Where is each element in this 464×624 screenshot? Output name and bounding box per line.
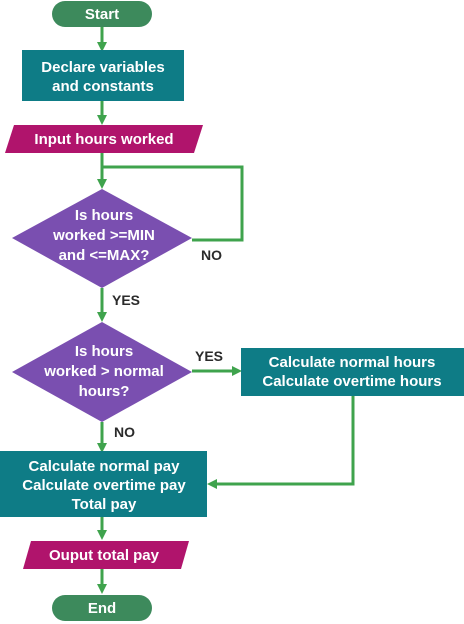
calc-pay-node: Calculate normal pay Calculate overtime …: [0, 451, 207, 517]
end-terminator-shape: [52, 595, 152, 621]
edge-range-no-loop: [102, 165, 244, 242]
declare-label-line-2: and constants: [52, 78, 154, 95]
check-range-decision-shape: [12, 189, 192, 288]
calc-hours-label-line-1: Calculate normal hours: [269, 354, 436, 371]
calc-pay-label-line-1: Calculate normal pay: [29, 458, 181, 475]
start-node: Start: [52, 1, 152, 27]
calc-pay-label-line-3: Total pay: [72, 496, 137, 513]
check-overtime-decision-shape: [12, 322, 192, 422]
declare-process-shape: [22, 50, 184, 101]
output-pay-label: Ouput total pay: [49, 547, 160, 564]
check-overtime-label-line-1: Is hours: [75, 343, 133, 360]
input-hours-node: Input hours worked: [5, 125, 203, 153]
declare-label-line-1: Declare variables: [41, 59, 164, 76]
edge-label-range-no: NO: [201, 247, 222, 263]
end-node: End: [52, 595, 152, 621]
check-overtime-label-line-2: worked > normal: [43, 363, 164, 380]
declare-node: Declare variables and constants: [22, 50, 184, 101]
output-pay-node: Ouput total pay: [23, 541, 189, 569]
check-overtime-label-line-3: hours?: [79, 383, 130, 400]
end-label: End: [88, 600, 116, 617]
edge-label-overtime-no: NO: [114, 424, 135, 440]
calc-hours-node: Calculate normal hours Calculate overtim…: [241, 348, 464, 396]
calc-hours-label-line-2: Calculate overtime hours: [262, 373, 441, 390]
calc-pay-label-line-2: Calculate overtime pay: [22, 477, 186, 494]
check-range-label-line-3: and <=MAX?: [59, 247, 150, 264]
input-hours-io-shape: [5, 125, 203, 153]
check-range-node: Is hours worked >=MIN and <=MAX?: [12, 189, 192, 288]
start-terminator-shape: [52, 1, 152, 27]
edge-hours-to-pay: [207, 396, 355, 489]
calc-pay-process-shape: [0, 451, 207, 517]
check-overtime-node: Is hours worked > normal hours?: [12, 322, 192, 422]
edge-label-range-yes: YES: [112, 292, 140, 308]
start-label: Start: [85, 6, 119, 23]
edge-label-overtime-yes: YES: [195, 348, 223, 364]
input-hours-label: Input hours worked: [34, 131, 173, 148]
connectors: [97, 27, 355, 594]
check-range-label-line-1: Is hours: [75, 207, 133, 224]
output-pay-io-shape: [23, 541, 189, 569]
check-range-label-line-2: worked >=MIN: [52, 227, 155, 244]
calc-hours-process-shape: [241, 348, 464, 396]
